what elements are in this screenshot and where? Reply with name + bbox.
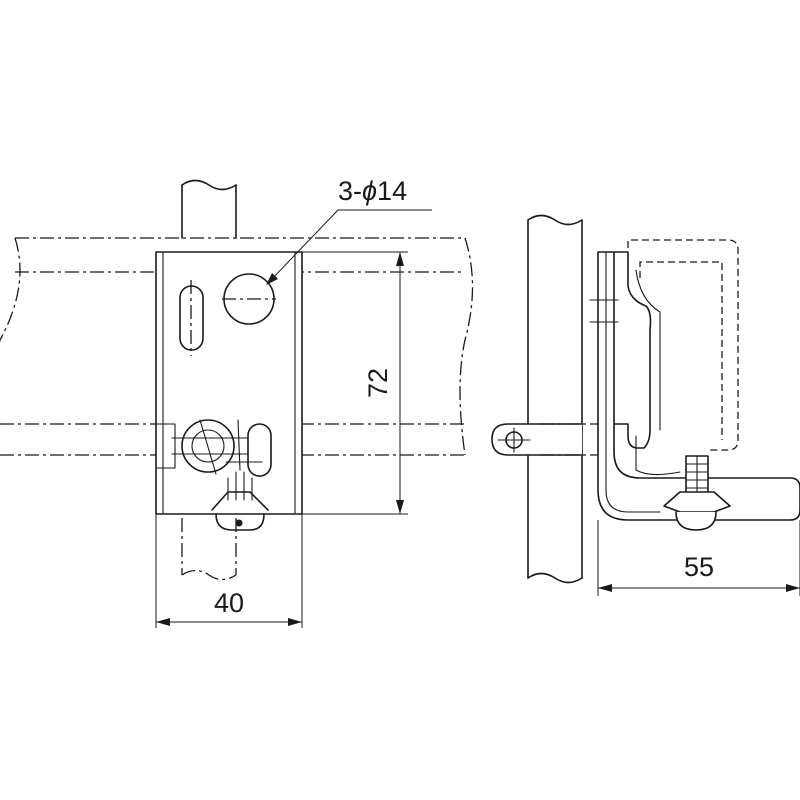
bracket-plate-front xyxy=(155,251,303,515)
dimension-width-front xyxy=(155,514,303,628)
round-hole-upper xyxy=(222,273,276,325)
dimension-depth-side xyxy=(597,520,800,596)
dimension-label-40: 40 xyxy=(214,588,244,618)
hole-callout-value: 14 xyxy=(377,176,407,206)
hole-callout-leader xyxy=(266,209,432,285)
dimension-label-55: 55 xyxy=(684,552,714,582)
diameter-symbol: ϕ xyxy=(362,176,377,206)
slot-upper xyxy=(179,280,204,356)
dimension-label-72: 72 xyxy=(363,368,393,398)
front-view: 40 72 3-ϕ14 xyxy=(0,176,474,628)
side-view: 55 xyxy=(491,214,800,596)
clamp-assembly-front xyxy=(155,419,272,531)
l-bracket-side xyxy=(589,251,800,521)
dimension-height-front xyxy=(302,251,408,515)
hole-callout-prefix: 3- xyxy=(338,176,362,206)
bolt-nut-side xyxy=(663,455,731,531)
vertical-pipe-side xyxy=(527,214,583,584)
channel-hidden-outline xyxy=(627,239,739,451)
rail-end-side xyxy=(491,423,598,456)
hole-callout-text: 3-ϕ14 xyxy=(338,176,407,206)
